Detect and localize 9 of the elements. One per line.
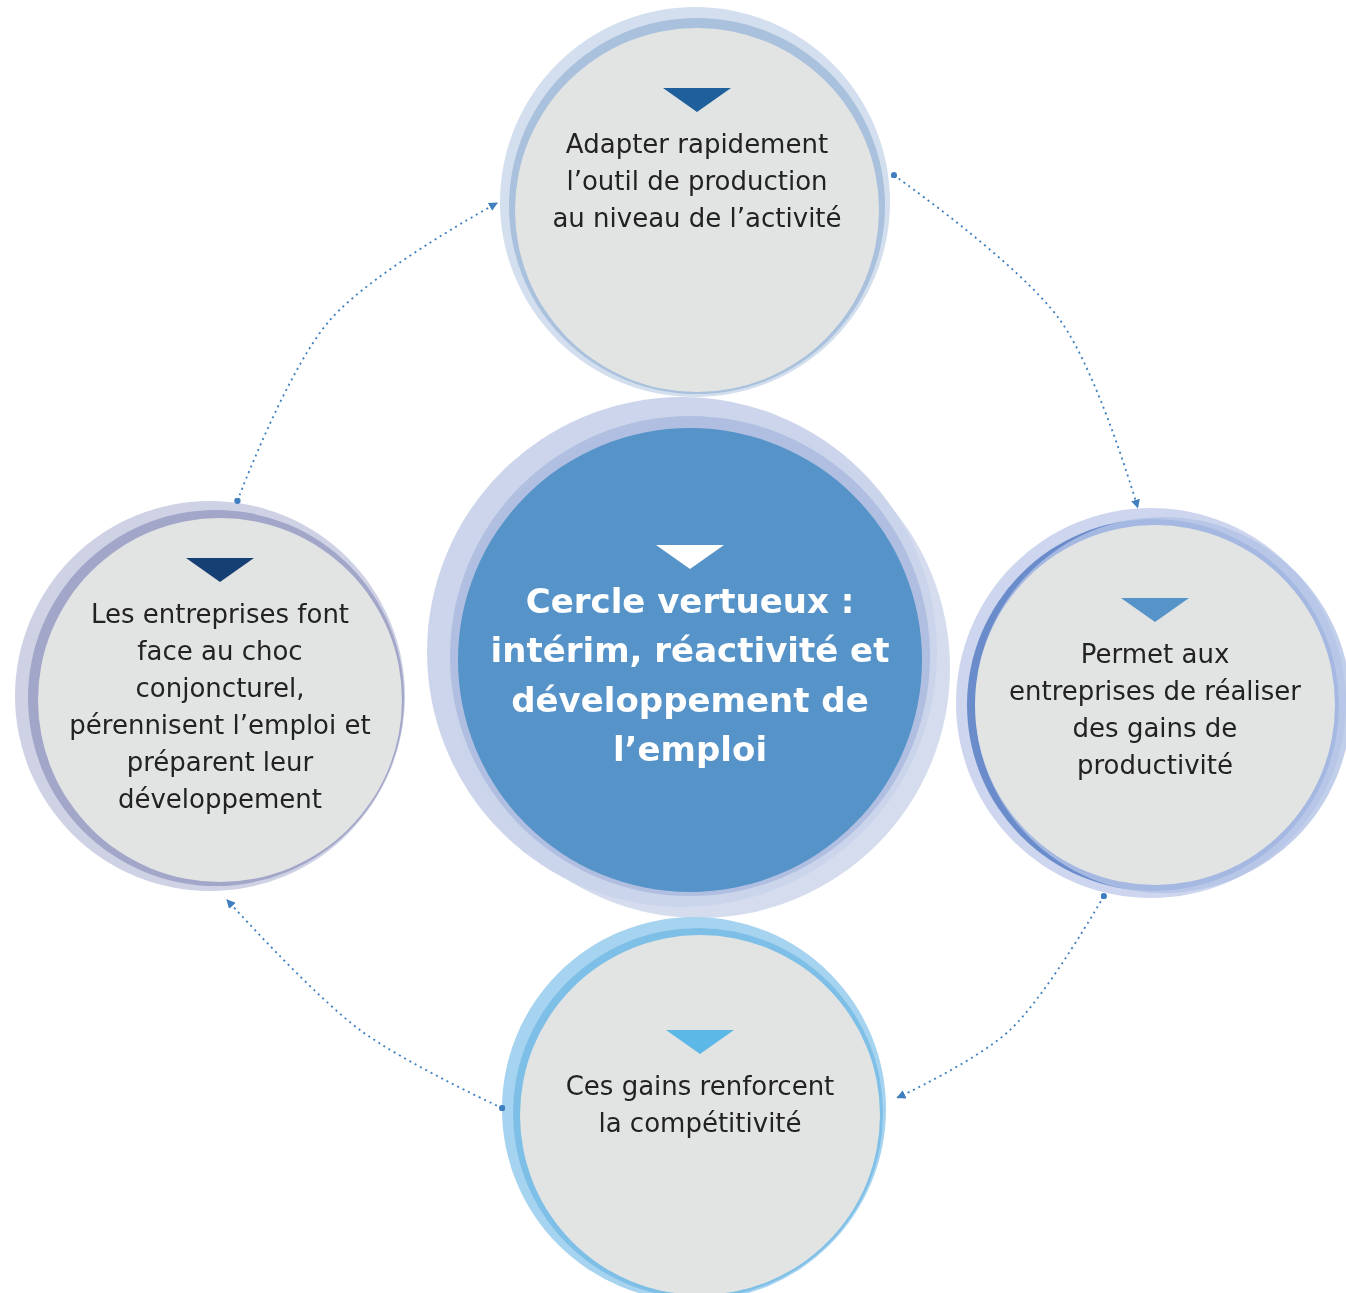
title-text: Cercle vertueux : intérim, réactivité et développement de l’emploi (490, 580, 890, 771)
dotted-arrow (896, 893, 1107, 1099)
node-text: Ces gains renforcent la compétitivité (564, 1070, 836, 1140)
node-text: Permet aux entreprises de réaliser des gains de productivité (1007, 638, 1302, 782)
node-text: Les entreprises font face au choc conjoncturel, pérennisent l’emploi et préparent leur développement (68, 598, 372, 816)
node-text: Adapter rapidement l’outil de production au niveau de l’activité (551, 128, 843, 235)
dotted-arrow (226, 899, 506, 1112)
dotted-arrow (234, 202, 498, 504)
dotted-arrow (890, 172, 1140, 509)
